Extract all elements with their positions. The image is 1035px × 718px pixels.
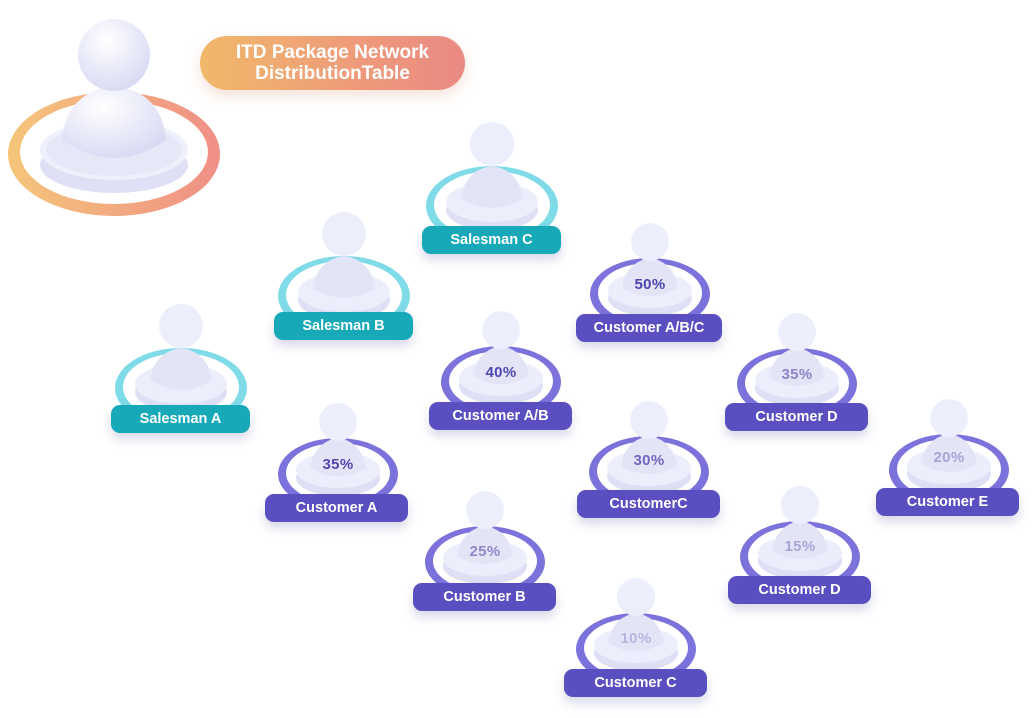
percent-value: 50%: [634, 276, 666, 293]
customer-ab-node: 40% Customer A/B: [428, 310, 574, 434]
customer-c-10-node: 10% Customer C: [563, 577, 709, 701]
percent-value: 20%: [933, 449, 965, 466]
customer-d-15-node: 15% Customer D: [727, 485, 873, 609]
percent-value: 40%: [485, 364, 517, 381]
percent-value: 35%: [781, 366, 813, 383]
customer-e-node: 20% Customer E: [876, 398, 1022, 522]
customer-label: Customer D: [728, 576, 871, 604]
main-figure-icon: [0, 0, 230, 230]
diagram-title: ITD Package Network DistributionTable: [200, 36, 465, 90]
salesman-label: Salesman A: [111, 405, 250, 433]
person-icon: [576, 578, 696, 685]
person-icon: [590, 223, 710, 330]
percent-value: 35%: [322, 456, 354, 473]
person-icon: [737, 313, 857, 420]
person-icon: [278, 403, 398, 510]
percent-value: 15%: [784, 538, 816, 555]
customer-abc-node: 50% Customer A/B/C: [576, 222, 724, 346]
percent-value: 25%: [469, 543, 501, 560]
person-icon: [441, 311, 561, 418]
salesman-b-node: Salesman B: [273, 208, 413, 348]
percent-value: 30%: [633, 452, 665, 469]
person-icon: [740, 486, 860, 593]
salesman-c-node: Salesman C: [421, 118, 561, 258]
customer-label: Customer C: [564, 669, 707, 697]
customer-a-node: 35% Customer A: [265, 402, 411, 526]
customer-label: Customer B: [413, 583, 556, 611]
percent-value: 10%: [620, 630, 652, 647]
salesman-a-node: Salesman A: [110, 300, 250, 440]
customer-label: Customer A/B/C: [576, 314, 722, 342]
customer-label: Customer A/B: [429, 402, 572, 430]
customer-label: Customer D: [725, 403, 868, 431]
person-icon: [425, 491, 545, 598]
customer-d-node: 35% Customer D: [724, 312, 870, 436]
title-line-2: DistributionTable: [255, 63, 410, 84]
customer-b-node: 25% Customer B: [412, 490, 558, 614]
title-line-1: ITD Package Network: [235, 42, 430, 63]
main-figure-graphic: [8, 19, 220, 216]
salesman-label: Salesman C: [422, 226, 561, 254]
salesman-label: Salesman B: [274, 312, 413, 340]
customer-label: Customer A: [265, 494, 408, 522]
customer-label: Customer E: [876, 488, 1019, 516]
customer-c-30-node: 30% CustomerC: [576, 400, 722, 524]
customer-label: CustomerC: [577, 490, 720, 518]
